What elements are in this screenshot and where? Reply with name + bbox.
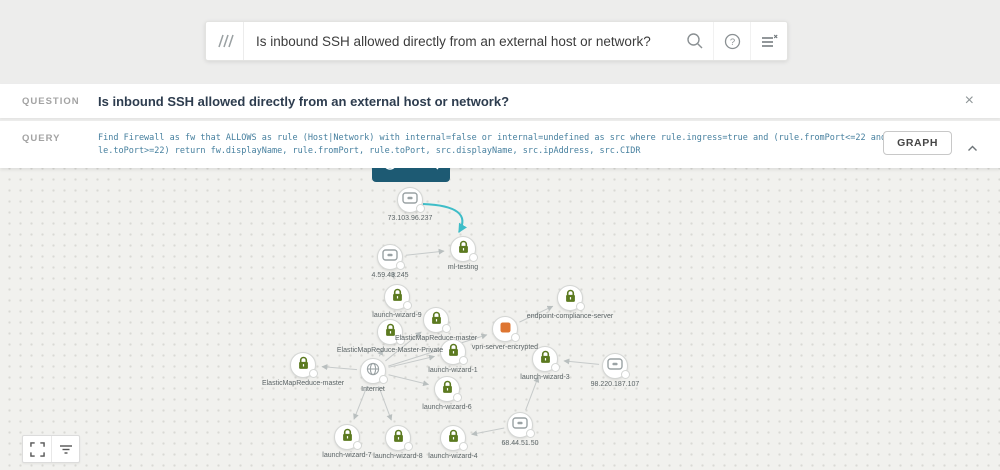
graph-node-label: 4.59.43.245: [371, 272, 409, 279]
graph-node-ml-testing[interactable]: [450, 236, 478, 262]
graph-edge: [405, 248, 445, 256]
lock-icon: [430, 311, 443, 330]
graph-edge: [525, 376, 540, 411]
graph-node-elasticmapreduce-master[interactable]: [290, 352, 318, 378]
question-label: QUESTION: [22, 95, 80, 107]
graph-node-label: 98.220.187.107: [590, 381, 640, 388]
svg-text:?: ?: [729, 37, 734, 48]
clear-filters-icon[interactable]: [750, 22, 787, 60]
graph-edge: [378, 385, 393, 421]
graph-node-label: endpoint-compliance-server: [526, 313, 614, 320]
filter-icon[interactable]: [51, 436, 79, 462]
graph-node-label: launch-wizard-3: [520, 374, 570, 381]
graph-node-elasticmapreduce-master-private[interactable]: [377, 319, 405, 345]
graph-node-launch-wizard-1[interactable]: [440, 339, 468, 365]
search-input[interactable]: [244, 22, 676, 60]
globe-icon: [366, 362, 380, 381]
graph-node-launch-wizard-9[interactable]: [384, 284, 412, 310]
top-strip: ?: [0, 0, 1000, 84]
graph-node-label: launch-wizard-6: [422, 404, 472, 411]
graph-node-label: launch-wizard-4: [428, 453, 478, 460]
question-text: Is inbound SSH allowed directly from an …: [98, 93, 510, 109]
lock-icon: [297, 356, 310, 375]
lock-icon: [341, 428, 354, 447]
graph-node-internet[interactable]: [360, 358, 388, 384]
graph-node-elasticmapreduce-master[interactable]: [423, 307, 451, 333]
graph-node-label: ElasticMapReduce-master: [261, 380, 345, 387]
graph-node-68.44.51.50[interactable]: [507, 412, 535, 438]
triple-slash-logo-icon: [206, 22, 244, 60]
host-icon: [382, 248, 398, 266]
query-line-1: Find Firewall as fw that ALLOWS as rule …: [98, 133, 884, 143]
graph-toolbar: [372, 168, 450, 182]
graph-node-launch-wizard-3[interactable]: [532, 346, 560, 372]
graph-node-4.59.43.245[interactable]: [377, 244, 405, 270]
graph-edge: [422, 203, 467, 234]
close-icon[interactable]: ×: [964, 92, 974, 109]
lock-icon: [384, 323, 397, 342]
graph-node-label: Internet: [361, 386, 385, 393]
query-label: QUERY: [22, 133, 61, 144]
graph-node-label: 73.103.96.237: [387, 215, 433, 222]
toolbar-circle-icon[interactable]: [382, 168, 398, 176]
lock-icon: [391, 288, 404, 307]
graph-node-launch-wizard-8[interactable]: [385, 425, 413, 451]
graph-node-launch-wizard-6[interactable]: [434, 376, 462, 402]
graph-edge: [388, 374, 430, 387]
graph-node-label: launch-wizard-1: [428, 367, 478, 374]
lock-icon: [392, 429, 405, 448]
graph-edge: [519, 305, 554, 323]
lock-icon: [447, 429, 460, 448]
query-line-2: le.toPort>=22) return fw.displayName, ru…: [98, 146, 641, 156]
graph-edge: [321, 364, 358, 371]
toolbar-search-icon[interactable]: [424, 168, 440, 176]
search-bar: ?: [205, 21, 788, 61]
lock-icon: [457, 240, 470, 259]
graph-node-launch-wizard-4[interactable]: [440, 425, 468, 451]
graph-edge: [389, 272, 396, 279]
graph-node-label: launch-wizard-8: [373, 453, 423, 460]
host-icon: [607, 357, 623, 375]
search-icon[interactable]: [676, 22, 713, 60]
graph-node-73.103.96.237[interactable]: [397, 187, 425, 213]
lock-icon: [539, 350, 552, 369]
graph-node-launch-wizard-7[interactable]: [334, 424, 362, 450]
graph-edge: [471, 427, 505, 437]
question-row: QUESTION Is inbound SSH allowed directly…: [0, 84, 1000, 118]
server-icon: [500, 320, 511, 338]
graph-node-endpoint-compliance-server[interactable]: [557, 285, 585, 311]
graph-node-label: launch-wizard-7: [322, 452, 372, 459]
graph-edge: [563, 358, 600, 365]
graph-node-98.220.187.107[interactable]: [602, 353, 630, 379]
host-icon: [512, 416, 528, 434]
graph-node-label: launch-wizard-9: [372, 312, 422, 319]
host-icon: [402, 191, 418, 209]
graph-edge: [377, 348, 383, 357]
lock-icon: [564, 289, 577, 308]
graph-canvas[interactable]: 73.103.96.237 ml-testing 4.59.43.245 lau…: [0, 168, 1000, 470]
help-icon[interactable]: ?: [713, 22, 750, 60]
graph-button[interactable]: GRAPH: [883, 131, 952, 155]
lock-icon: [441, 380, 454, 399]
lock-icon: [447, 343, 460, 362]
graph-edge: [388, 354, 436, 368]
graph-controls: [22, 435, 80, 463]
query-text: Find Firewall as fw that ALLOWS as rule …: [98, 130, 883, 158]
fullscreen-icon[interactable]: [23, 436, 51, 462]
graph-node-label: ml-testing: [447, 264, 479, 271]
graph-edge: [353, 385, 368, 420]
graph-node-vpn-server-encrypted[interactable]: [492, 316, 520, 342]
query-row: QUERY Find Firewall as fw that ALLOWS as…: [0, 121, 1000, 168]
chevron-up-icon[interactable]: [967, 139, 978, 157]
